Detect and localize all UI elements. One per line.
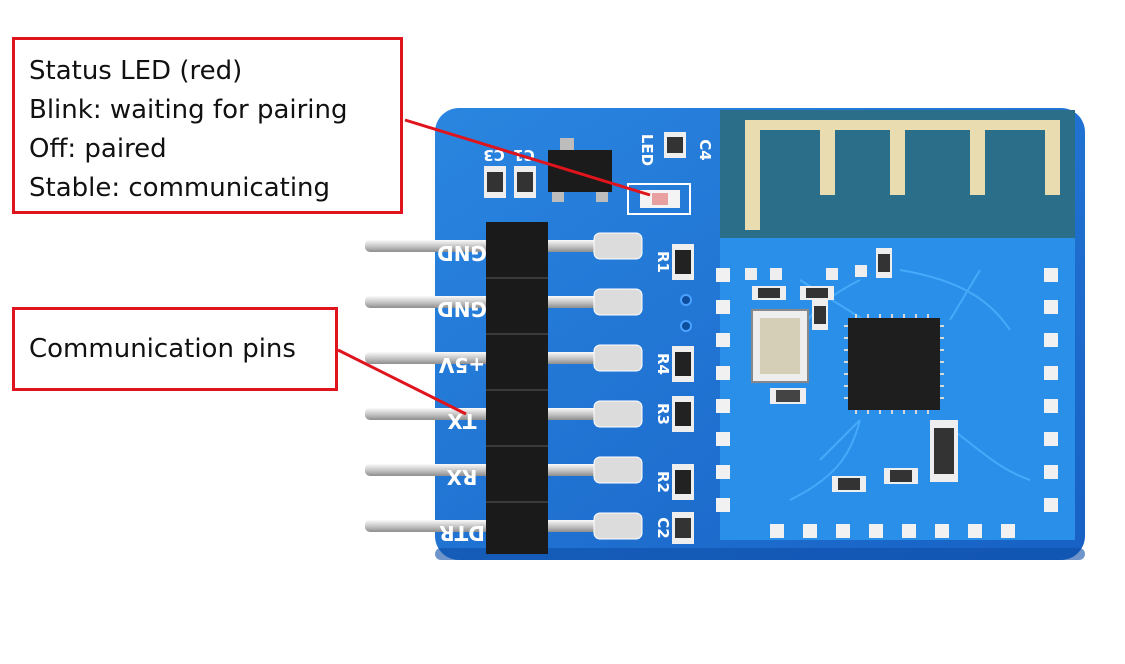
pin-label-gnd-2: GND (437, 297, 487, 321)
module-pads (716, 268, 1058, 538)
pins-callout-leader (337, 348, 467, 416)
silk-c2: C2 (654, 517, 672, 538)
status-led-outline (627, 183, 691, 215)
pin-label-5v: +5V (438, 353, 485, 377)
silk-led: LED (638, 134, 656, 166)
led-callout-leader (404, 118, 651, 197)
led-callout-title: Status LED (red) (29, 56, 243, 86)
silk-c4: C4 (696, 139, 714, 160)
pin-header-plastic (486, 222, 548, 554)
silk-r3: R3 (654, 403, 672, 425)
pin-label-gnd-1: GND (437, 241, 487, 265)
antenna-trace (745, 120, 1060, 230)
voltage-regulator (548, 150, 612, 192)
silk-r1: R1 (654, 251, 672, 273)
silkscreen-labels: LED C1 C3 C4 R1 R4 R3 R2 C2 (483, 134, 714, 539)
pin-label-dtr: DTR (439, 521, 485, 545)
resistors (672, 244, 694, 544)
main-chip (848, 318, 940, 410)
silk-r4: R4 (654, 353, 672, 375)
capacitors-top (484, 132, 686, 198)
led-callout-off: Off: paired (29, 134, 167, 164)
silk-r2: R2 (654, 471, 672, 493)
pin-labels: GND GND +5V TX RX DTR (437, 241, 487, 545)
pin-label-rx: RX (446, 465, 477, 489)
smd-components (745, 248, 958, 492)
silk-c3: C3 (483, 146, 504, 164)
led-callout-blink: Blink: waiting for pairing (29, 95, 348, 125)
status-led-callout: Status LED (red) Blink: waiting for pair… (12, 37, 403, 214)
communication-pins-callout: Communication pins (12, 307, 338, 391)
led-callout-stable: Stable: communicating (29, 173, 331, 203)
pins-callout-title: Communication pins (29, 334, 296, 364)
